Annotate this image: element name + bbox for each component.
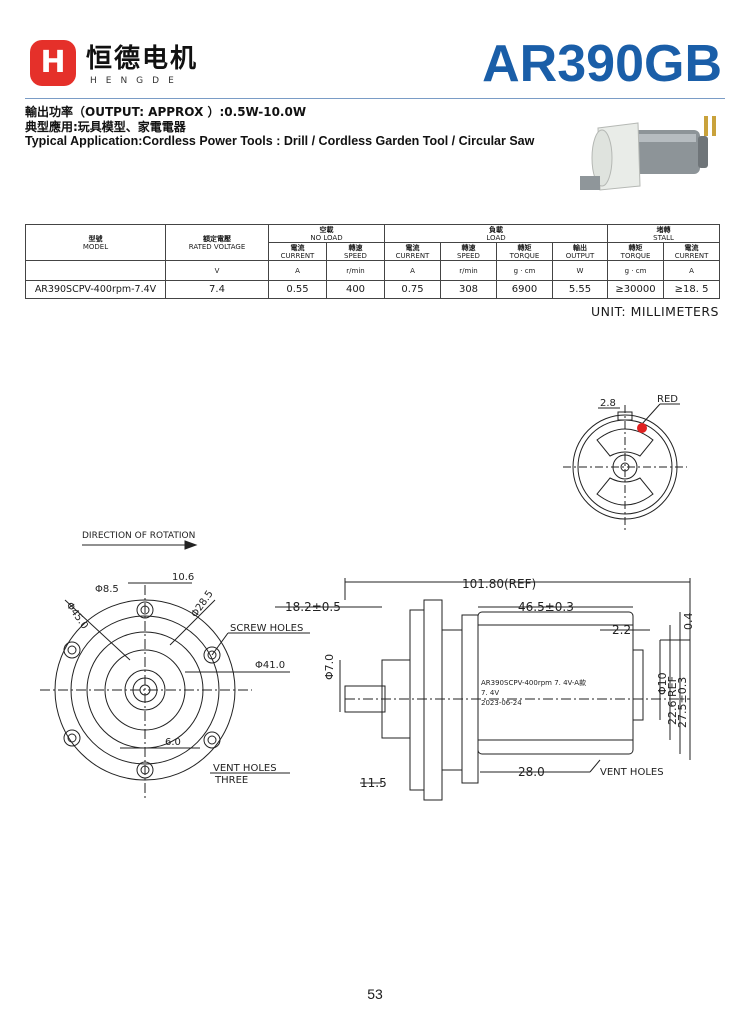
dim-18-2: 18.2±0.5	[285, 600, 341, 614]
red-terminal-dot	[637, 423, 647, 433]
logo-letter: H	[40, 45, 66, 80]
dim-10-6: 10.6	[172, 572, 194, 583]
unit-note: UNIT: MILLIMETERS	[590, 304, 719, 319]
brand-logo: H	[30, 40, 76, 86]
motor-label-line3: 2023-06-24	[481, 699, 522, 707]
spec-table: 型號 MODEL 額定電壓 RATED VOLTAGE 空載 NO LOAD 負…	[25, 224, 721, 299]
spec-application-cn: 典型應用:玩具模型、家電電器	[25, 120, 186, 134]
dim-d28-5: Φ28.5	[189, 589, 215, 620]
data-cell: ≥30000	[607, 280, 665, 299]
spec-application-en: Typical Application:Cordless Power Tools…	[25, 134, 535, 148]
motor-label-line1: AR390SCPV-400rpm 7. 4V-A款	[481, 678, 586, 687]
dim-2-8: 2.8	[600, 398, 616, 409]
dim-6: 6.0	[165, 737, 181, 748]
brand-name-cn: 恒德电机	[86, 44, 199, 74]
dim-d45: Φ45.0	[64, 600, 90, 631]
data-cell: 7.4	[165, 280, 269, 299]
dim-0-4: 0.4	[682, 613, 695, 631]
direction-label: DIRECTION OF ROTATION	[82, 531, 195, 541]
vent-holes-label-2: VENT HOLES	[600, 767, 664, 778]
screw-holes-label: SCREW HOLES	[230, 623, 303, 634]
side-view	[275, 578, 691, 801]
dim-22-6: 22.6 REF	[666, 676, 679, 725]
dim-46-5: 46.5±0.3	[518, 600, 574, 614]
vent-holes-label: VENT HOLES	[213, 763, 277, 774]
header-divider	[25, 98, 725, 99]
data-cell: ≥18. 5	[663, 280, 721, 299]
data-cell: 5.55	[551, 280, 609, 299]
output-shaft	[580, 176, 600, 190]
front-flange-view	[40, 540, 310, 800]
dim-2-2: 2.2	[612, 623, 631, 637]
dim-overall: 101.80(REF)	[462, 577, 536, 591]
red-label: RED	[657, 394, 678, 405]
dim-d10: Φ10	[656, 672, 669, 695]
brand-name-en: HENGDE	[90, 76, 183, 86]
motor-label-line2: 7. 4V	[481, 689, 499, 697]
three-label: THREE	[214, 775, 248, 786]
model-title: AR390GB	[482, 35, 722, 93]
rear-end-view	[563, 403, 687, 530]
spec-output-power: 輸出功率（OUTPUT: APPROX ）:0.5W-10.0W	[25, 105, 307, 119]
dim-11-5: 11.5	[360, 776, 387, 790]
dim-d8-5: Φ8.5	[95, 584, 119, 595]
motor-photo	[580, 116, 716, 191]
page-number: 53	[367, 986, 383, 1002]
dim-d7: Φ7.0	[323, 654, 336, 680]
dim-d41: Φ41.0	[255, 660, 285, 671]
dim-27-5: 27.5±0.3	[676, 677, 689, 728]
header-rated-voltage: 額定電壓 RATED VOLTAGE	[165, 224, 269, 261]
dim-28: 28.0	[518, 765, 545, 779]
